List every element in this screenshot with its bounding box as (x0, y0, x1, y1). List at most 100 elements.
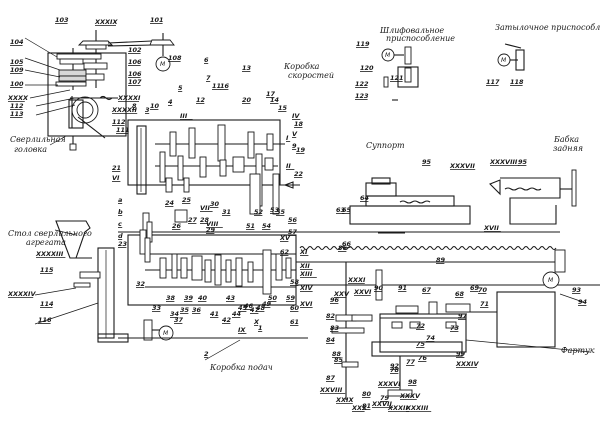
quill (68, 99, 84, 129)
spindle-gear (249, 173, 261, 215)
part-label: 71 (480, 300, 489, 308)
part-label: 68 (455, 290, 465, 298)
handle-114 (73, 282, 91, 288)
part-label: 86 (338, 244, 348, 252)
apron (331, 262, 556, 400)
pulley-101 (149, 39, 175, 46)
tailstock-screw (504, 187, 542, 191)
part-label: 111 (116, 126, 130, 134)
apron-housing (379, 313, 467, 353)
handwheel (387, 389, 413, 397)
part-label: 53 (270, 206, 280, 214)
speed-box-title-2: скоростей (288, 71, 334, 80)
gear-19 (264, 157, 274, 171)
main-motor (118, 319, 308, 341)
part-label: XXX (351, 404, 368, 412)
part-label: 87 (326, 374, 336, 382)
part-label: 41 (210, 310, 219, 318)
part-label: XXXX (7, 94, 29, 102)
gear-105 (58, 69, 87, 77)
part-label: 7 (206, 74, 211, 82)
part-label: 35 (180, 306, 190, 314)
gear-12 (199, 156, 207, 178)
handle-98 (554, 249, 566, 273)
part-label: 38 (166, 294, 176, 302)
speed-box-title-1: Коробка (283, 62, 320, 71)
motor-108 (155, 56, 171, 72)
gear-88 (331, 327, 365, 334)
part-label: 101 (150, 16, 164, 24)
gear-58 (285, 257, 292, 279)
part-label: 83 (330, 324, 340, 332)
part-label: 102 (128, 46, 142, 54)
caliper (349, 177, 471, 234)
part-label: 94 (578, 298, 588, 306)
motor-97 (542, 271, 560, 289)
gear-109 (58, 75, 87, 82)
part-label: 123 (355, 92, 369, 100)
tailstock-body (500, 177, 561, 225)
part-label: VIII (206, 220, 219, 228)
part-label: III (180, 112, 188, 120)
gear-100 (55, 81, 87, 87)
handwheel-115 (79, 271, 101, 279)
gear (214, 254, 222, 286)
gear-67 (428, 301, 438, 315)
main-pulley-2 (143, 319, 153, 341)
gear-91 (351, 314, 373, 322)
part-label: 64 (360, 194, 370, 202)
part-label: 112 (10, 102, 24, 110)
gear-9 (159, 151, 166, 183)
lead-screw-xvii (299, 245, 557, 251)
part-label: VII (200, 204, 210, 212)
lever-xxxi (375, 269, 383, 301)
part-label: a (118, 196, 122, 204)
part-label: d (118, 232, 123, 240)
part-label: 8 (132, 102, 137, 110)
part-label: XXXVI (377, 380, 401, 388)
motor-m-label: М (163, 330, 169, 337)
part-label: XXVII (371, 400, 392, 408)
apron-title: Фартук (561, 346, 595, 355)
part-label: 3 (145, 106, 150, 114)
part-label: 43 (226, 294, 236, 302)
gear (171, 253, 178, 279)
belt (107, 40, 153, 44)
part-label: XIII (299, 270, 313, 278)
part-label: XXXXIV (7, 290, 36, 298)
part-label: 9 (292, 142, 297, 150)
drilling-stand-title-1: Стол сверлильного (8, 229, 92, 238)
part-label: II (286, 162, 291, 170)
bed (296, 231, 600, 289)
part-label: 55 (276, 208, 286, 216)
part-label: 47 (250, 306, 260, 314)
part-label: X (253, 318, 260, 326)
part-label: 98 (408, 378, 418, 386)
part-label: XXXIII (405, 404, 429, 412)
part-label: 13 (242, 64, 252, 72)
part-label: XVI (299, 300, 313, 308)
part-label: XV (279, 234, 291, 242)
motor-1 (158, 325, 174, 341)
clutch-65 (395, 305, 419, 314)
part-label: IX (238, 326, 246, 334)
part-label: 23 (118, 240, 128, 248)
part-label: 18 (294, 120, 304, 128)
part-label: 70 (478, 286, 488, 294)
gear-76 (409, 321, 421, 329)
part-label: XXVI (353, 288, 372, 296)
part-label: 117 (486, 78, 500, 86)
part-label: 39 (184, 294, 194, 302)
part-label: 52 (254, 208, 264, 216)
part-label: 81 (362, 402, 371, 410)
part-label: 118 (510, 78, 524, 86)
part-label: IV (292, 112, 300, 120)
part-label: I (286, 134, 289, 142)
part-label: 54 (262, 222, 272, 230)
part-label: 93 (572, 286, 582, 294)
part-label: 59 (286, 294, 296, 302)
part-label: 80 (362, 390, 372, 398)
part-label: 16 (220, 82, 230, 90)
part-label: 24 (165, 199, 175, 207)
gear-56 (275, 253, 283, 281)
